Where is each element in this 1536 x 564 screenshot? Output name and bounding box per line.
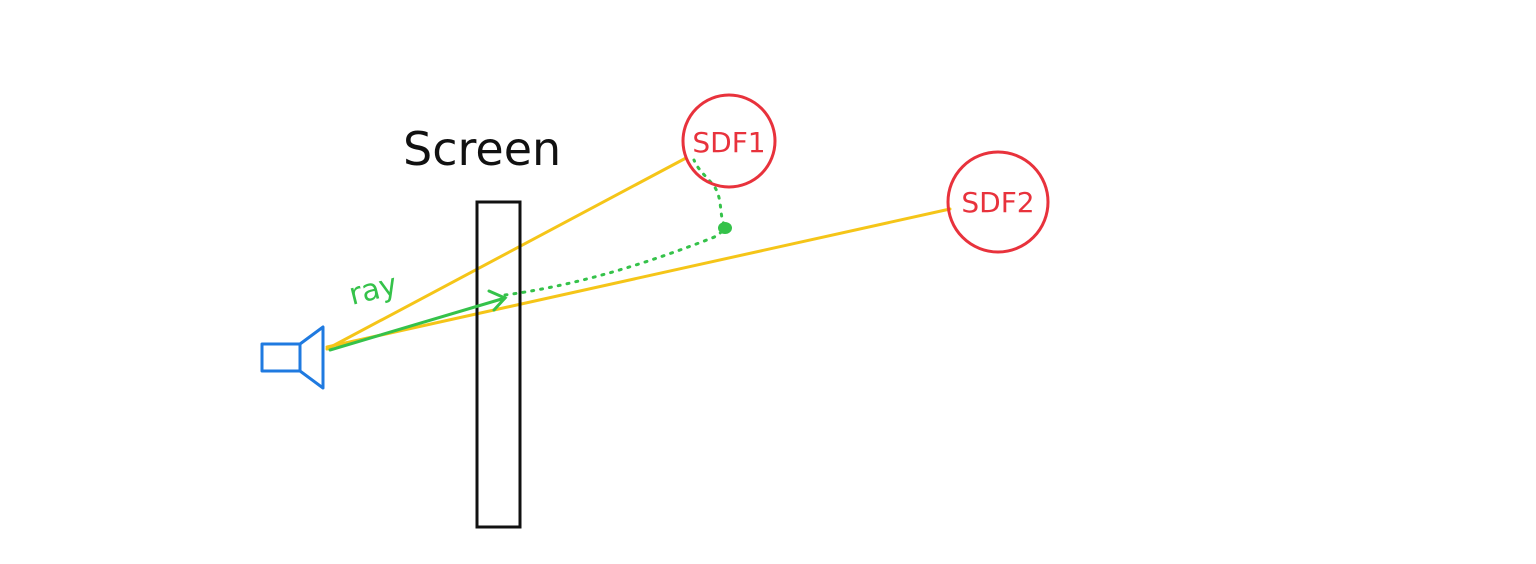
screen-plane xyxy=(475,200,522,529)
sdf1-circle xyxy=(681,93,777,189)
camera-icon xyxy=(260,325,325,390)
camera-body xyxy=(260,342,302,373)
ray-march-path xyxy=(503,158,726,297)
ray-arrowhead xyxy=(487,289,508,312)
sdf2-label: SDF2 xyxy=(961,186,1034,219)
march-point xyxy=(718,222,732,234)
camera-lens xyxy=(298,325,325,390)
sight-line-sdf2 xyxy=(325,207,952,349)
sight-line-sdf1 xyxy=(325,156,688,351)
ray-label: ray xyxy=(345,267,401,313)
screen-label: Screen xyxy=(403,122,561,176)
sdf2-circle xyxy=(946,150,1050,254)
sdf1-label: SDF1 xyxy=(692,126,765,159)
ray-arrow xyxy=(328,289,508,352)
